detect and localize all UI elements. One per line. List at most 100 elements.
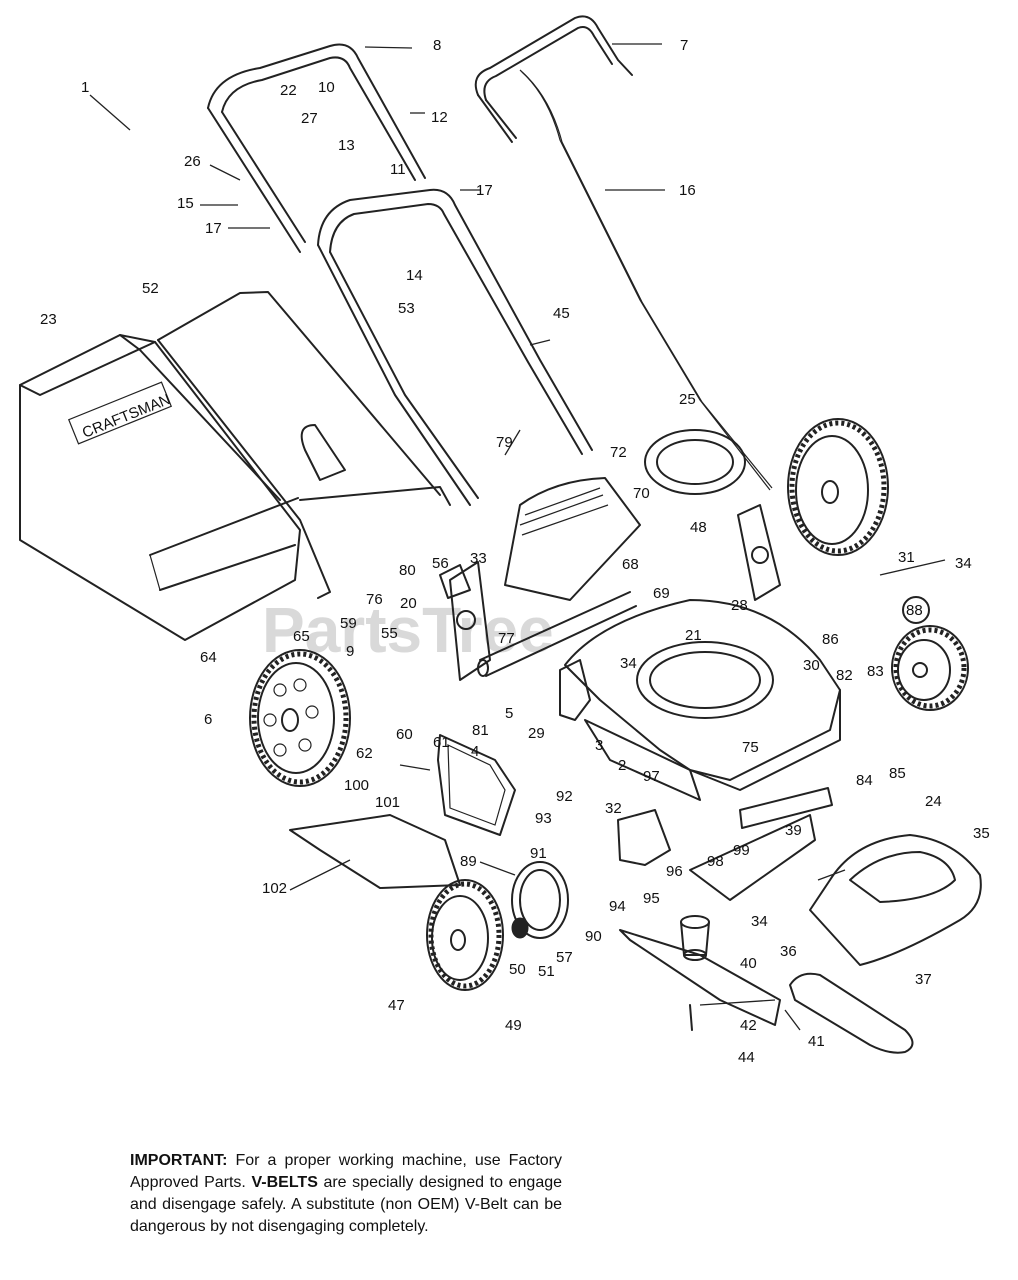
callout-91: 91 [530,845,547,862]
blade-bolt [689,1004,693,1031]
gear-housing [644,429,746,495]
callout-39: 39 [785,822,802,839]
mulch-door [437,734,516,836]
control-cable [519,69,771,491]
callout-89: 89 [460,853,477,870]
callout-70: 70 [633,485,650,502]
callout-26: 26 [184,153,201,170]
control-bar [474,15,633,143]
callout-44: 44 [738,1049,755,1066]
callout-34a: 34 [955,555,972,572]
callout-34c: 34 [751,913,768,930]
callout-65: 65 [293,628,310,645]
callout-95: 95 [643,890,660,907]
front-right-wheel [891,625,969,711]
callout-92: 92 [556,788,573,805]
callout-102: 102 [262,880,287,897]
callout-30: 30 [803,657,820,674]
callout-34b: 34 [620,655,637,672]
engine-deck [564,599,841,801]
callout-24: 24 [925,793,942,810]
deflector-bracket [559,659,591,721]
callout-98: 98 [707,853,724,870]
callout-55: 55 [381,625,398,642]
callout-28: 28 [731,597,748,614]
wheel-ring-88 [902,596,930,624]
callout-9: 9 [346,643,354,660]
callout-94: 94 [609,898,626,915]
callout-86: 86 [822,631,839,648]
callout-75: 75 [742,739,759,756]
callout-17a: 17 [476,182,493,199]
callout-68: 68 [622,556,639,573]
callout-52: 52 [142,280,159,297]
callout-10: 10 [318,79,335,96]
callout-80: 80 [399,562,416,579]
callout-64: 64 [200,649,217,666]
callout-25: 25 [679,391,696,408]
callout-60: 60 [396,726,413,743]
callout-57: 57 [556,949,573,966]
callout-23: 23 [40,311,57,328]
callout-12: 12 [431,109,448,126]
callout-13: 13 [338,137,355,154]
grass-bag-frame [157,291,451,599]
callout-97: 97 [643,768,660,785]
callout-36: 36 [780,943,797,960]
lower-handle [317,188,593,506]
callout-32: 32 [605,800,622,817]
front-left-wheel [426,879,504,991]
callout-14: 14 [406,267,423,284]
callout-4: 4 [471,743,479,760]
callout-88: 88 [906,602,923,619]
callout-82: 82 [836,667,853,684]
callout-1: 1 [81,79,89,96]
callout-81: 81 [472,722,489,739]
blade [619,929,781,1026]
note-v-belts: V-BELTS [251,1174,318,1191]
callout-15: 15 [177,195,194,212]
callout-29: 29 [528,725,545,742]
callout-11: 11 [390,161,406,178]
callout-84: 84 [856,772,873,789]
callout-49: 49 [505,1017,522,1034]
callout-40: 40 [740,955,757,972]
callout-42: 42 [740,1017,757,1034]
rear-height-adjuster [439,561,491,681]
callout-96: 96 [666,863,683,880]
v-belt [789,972,914,1054]
callout-5: 5 [505,705,513,722]
callout-7: 7 [680,37,688,54]
baffle-plate-34 [689,814,816,901]
callout-21: 21 [685,627,702,644]
callout-77: 77 [498,630,515,647]
callout-31: 31 [898,549,915,566]
callout-17b: 17 [205,220,222,237]
callout-27: 27 [301,110,318,127]
callout-76: 76 [366,591,383,608]
callout-51: 51 [538,963,555,980]
callout-6: 6 [204,711,212,728]
baffle [739,787,833,829]
callout-33: 33 [470,550,487,567]
callout-20: 20 [400,595,417,612]
callout-47: 47 [388,997,405,1014]
discharge-chute [289,814,461,889]
callout-8: 8 [433,37,441,54]
callout-2: 2 [618,757,626,774]
note-lead: IMPORTANT: [130,1152,228,1169]
front-height-adjuster [737,504,781,601]
blade-adapter [680,915,710,961]
note-text-2: are specially designed to engage and dis… [130,1174,563,1235]
rear-left-wheel [249,649,351,787]
callout-72: 72 [610,444,627,461]
callout-59: 59 [340,615,357,632]
callout-85: 85 [889,765,906,782]
callout-61: 61 [433,734,450,751]
callout-83: 83 [867,663,884,680]
callout-41: 41 [808,1033,825,1050]
upper-handle [207,43,426,253]
callout-50: 50 [509,961,526,978]
callout-93: 93 [535,810,552,827]
